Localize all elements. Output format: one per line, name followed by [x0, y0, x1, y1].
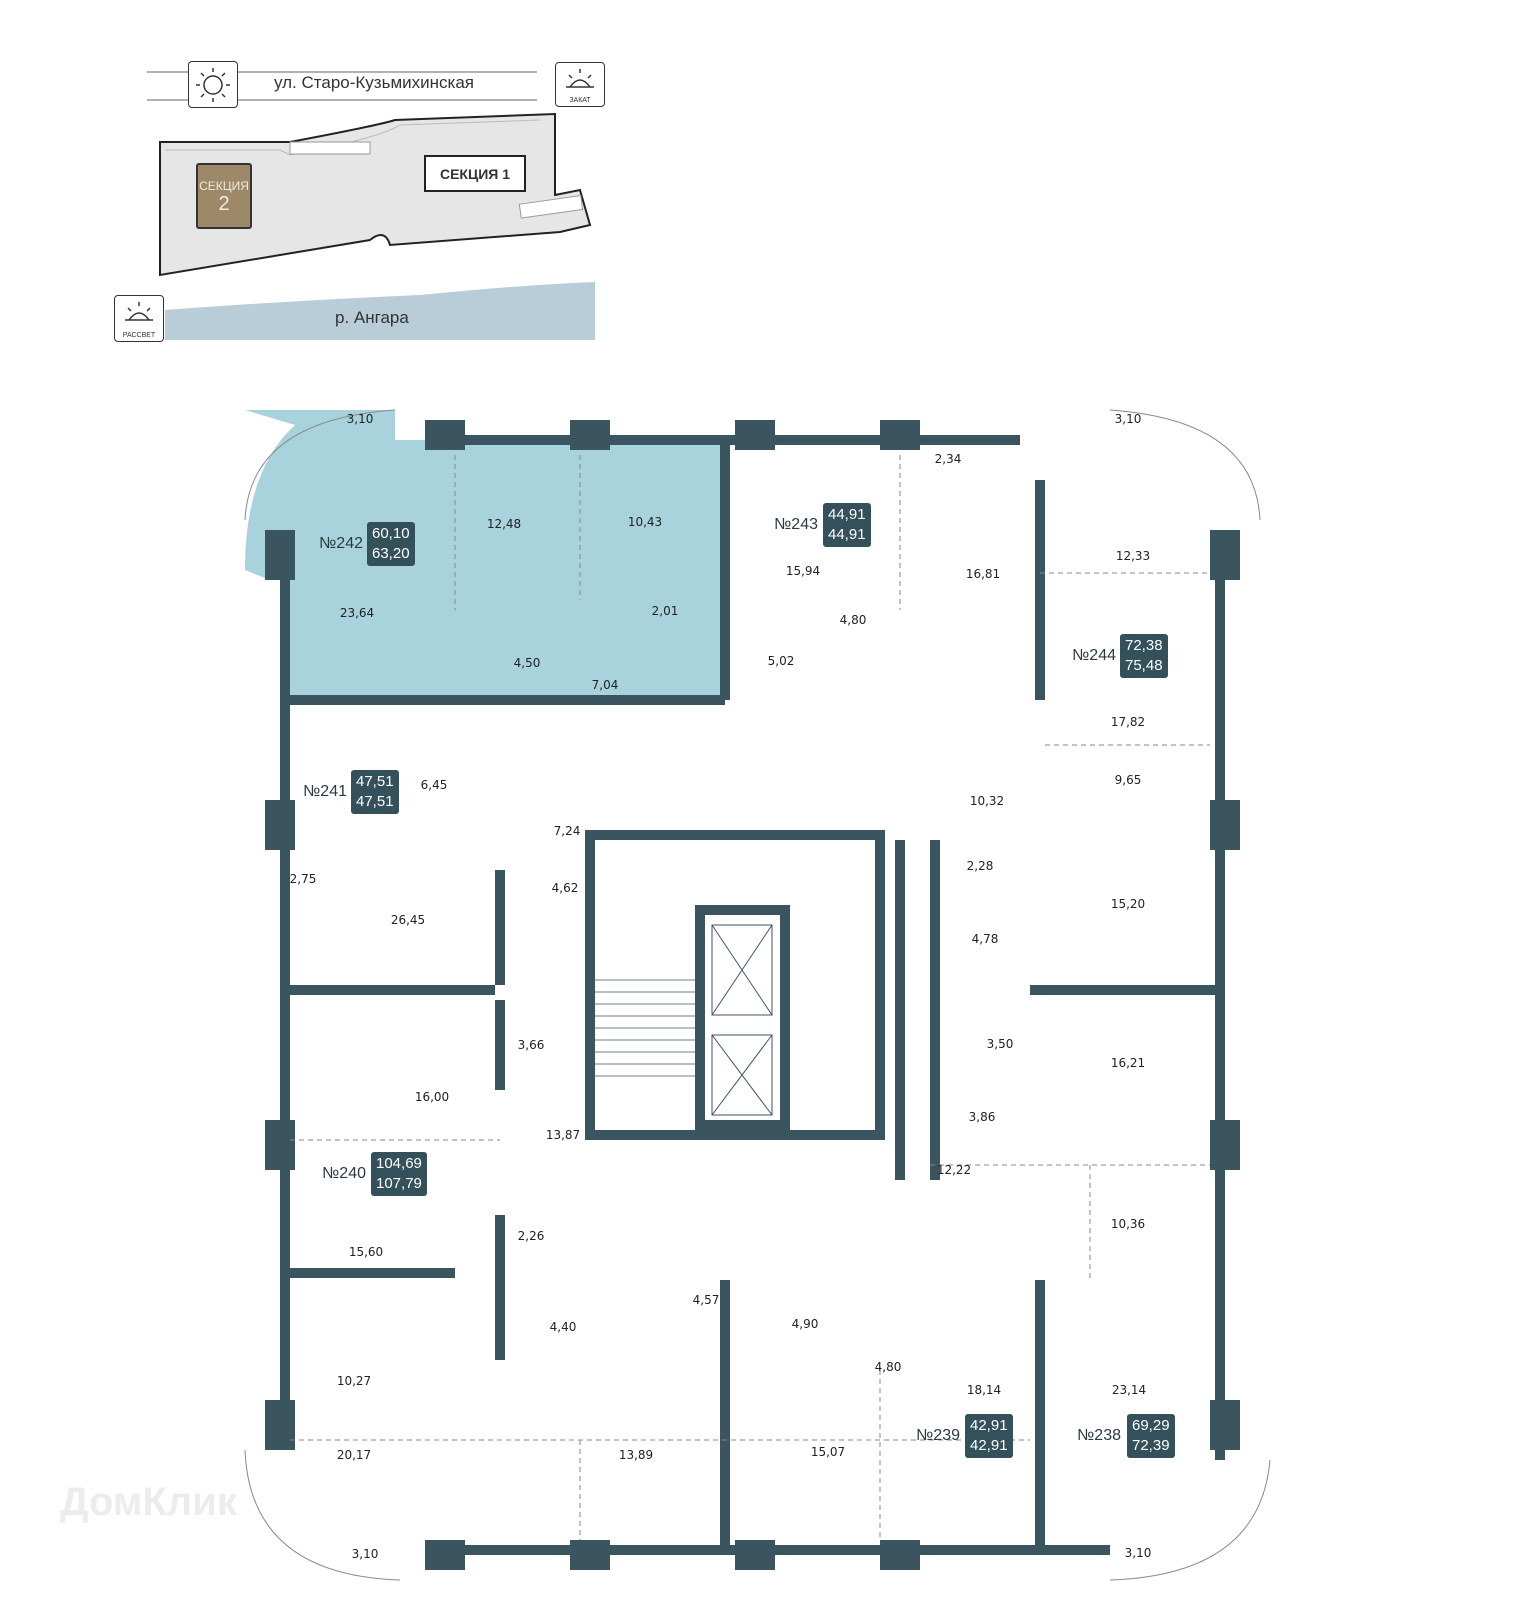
room-area-label: 3,66 [517, 1038, 545, 1052]
room-area-label: 3,86 [968, 1110, 996, 1124]
room-area-label: 3,10 [1124, 1546, 1152, 1560]
section-1-box: СЕКЦИЯ 1 [424, 155, 526, 192]
living-area: 104,69 [376, 1155, 422, 1172]
room-area-label: 7,04 [591, 678, 619, 692]
room-area-label: 10,36 [1110, 1217, 1146, 1231]
sun-icon [196, 68, 230, 102]
total-area: 75,48 [1125, 657, 1163, 674]
room-area-label: 17,82 [1110, 715, 1146, 729]
room-area-label: 12,48 [486, 517, 522, 531]
sunset-label: ЗАКАТ [569, 97, 591, 104]
street-label: ул. Старо-Кузьмихинская [274, 73, 474, 92]
living-area: 69,29 [1132, 1417, 1170, 1434]
sunrise-label: РАССВЕТ [122, 332, 156, 339]
total-area: 107,79 [376, 1175, 422, 1192]
area-badge: 69,29 72,39 [1127, 1414, 1175, 1458]
room-area-label: 10,43 [627, 515, 663, 529]
area-badge: 104,69 107,79 [371, 1152, 427, 1196]
room-area-label: 4,40 [549, 1320, 577, 1334]
room-area-label: 5,02 [767, 654, 795, 668]
room-area-label: 3,50 [986, 1037, 1014, 1051]
room-area-label: 18,14 [966, 1383, 1002, 1397]
room-area-label: 16,21 [1110, 1056, 1146, 1070]
room-area-label: 16,00 [414, 1090, 450, 1104]
living-area: 44,91 [828, 506, 866, 523]
room-area-label: 7,24 [553, 824, 581, 838]
section-2-number: 2 [218, 193, 230, 215]
room-area-label: 15,07 [810, 1445, 846, 1459]
apartment-number: №242 [319, 535, 363, 552]
room-area-label: 13,87 [545, 1128, 581, 1142]
sunset-icon-box: ЗАКАТ [555, 62, 605, 107]
apartment-number: №239 [916, 1427, 960, 1444]
room-area-label: 4,62 [551, 881, 579, 895]
room-area-label: 10,32 [969, 794, 1005, 808]
sunrise-icon [125, 302, 153, 321]
room-area-label: 4,50 [513, 656, 541, 670]
sunrise-icon-box: РАССВЕТ [114, 295, 164, 342]
apartment-number: №240 [322, 1165, 366, 1182]
room-area-label: 15,60 [348, 1245, 384, 1259]
room-area-label: 2,75 [289, 872, 317, 886]
total-area: 72,39 [1132, 1437, 1170, 1454]
room-area-label: 23,14 [1111, 1383, 1147, 1397]
room-area-label: 16,81 [965, 567, 1001, 581]
room-area-label: 4,57 [692, 1293, 720, 1307]
area-badge: 72,38 75,48 [1120, 634, 1168, 678]
area-badge: 42,91 42,91 [965, 1414, 1013, 1458]
apartment-number: №243 [774, 516, 818, 533]
room-area-label: 3,10 [1114, 412, 1142, 426]
apartment-number: №244 [1072, 647, 1116, 664]
room-area-label: 20,17 [336, 1448, 372, 1462]
room-area-label: 2,01 [651, 604, 679, 618]
room-area-label: 4,78 [971, 932, 999, 946]
room-area-label: 2,28 [966, 859, 994, 873]
living-area: 72,38 [1125, 637, 1163, 654]
total-area: 47,51 [356, 793, 394, 810]
section-2-label: СЕКЦИЯ [199, 179, 249, 193]
room-area-label: 13,89 [618, 1448, 654, 1462]
room-area-label: 3,10 [351, 1547, 379, 1561]
living-area: 42,91 [970, 1417, 1008, 1434]
room-area-label: 3,10 [346, 412, 374, 426]
room-area-label: 4,80 [874, 1360, 902, 1374]
room-area-label: 23,64 [339, 606, 375, 620]
room-area-label: 6,45 [420, 778, 448, 792]
total-area: 42,91 [970, 1437, 1008, 1454]
room-area-label: 15,94 [785, 564, 821, 578]
room-area-label: 12,22 [936, 1163, 972, 1177]
apartment-number: №238 [1077, 1427, 1121, 1444]
room-area-label: 26,45 [390, 913, 426, 927]
room-area-label: 4,80 [839, 613, 867, 627]
room-area-label: 2,34 [934, 452, 962, 466]
apartment-number: №241 [303, 783, 347, 800]
total-area: 63,20 [372, 545, 410, 562]
sun-icon-box [188, 61, 238, 108]
total-area: 44,91 [828, 526, 866, 543]
sunset-icon [566, 69, 594, 88]
watermark: ДомКлик [60, 1480, 237, 1524]
living-area: 47,51 [356, 773, 394, 790]
room-area-label: 12,33 [1115, 549, 1151, 563]
section-2-box[interactable]: СЕКЦИЯ 2 [196, 163, 252, 229]
living-area: 60,10 [372, 525, 410, 542]
room-area-label: 15,20 [1110, 897, 1146, 911]
river-label: р. Ангара [335, 308, 409, 327]
room-area-label: 10,27 [336, 1374, 372, 1388]
area-badge: 60,10 63,20 [367, 522, 415, 566]
site-plan-drawing [147, 71, 595, 340]
area-badge: 47,51 47,51 [351, 770, 399, 814]
room-area-label: 2,26 [517, 1229, 545, 1243]
area-badge: 44,91 44,91 [823, 503, 871, 547]
room-area-label: 9,65 [1114, 773, 1142, 787]
room-area-label: 4,90 [791, 1317, 819, 1331]
section-1-label: СЕКЦИЯ 1 [439, 165, 511, 182]
